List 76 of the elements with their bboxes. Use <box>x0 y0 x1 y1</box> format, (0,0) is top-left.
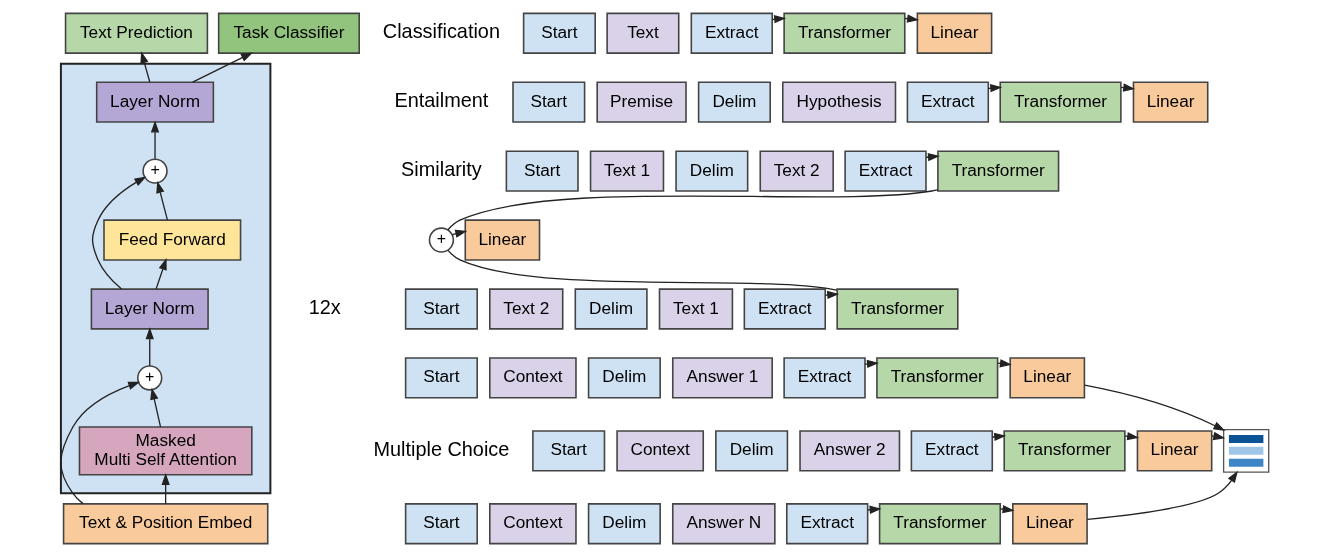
label: Entailment <box>393 88 488 111</box>
label: Classification <box>382 19 500 42</box>
node-box: Context <box>488 503 577 545</box>
node-box: Extract <box>910 430 993 472</box>
arrow <box>1083 384 1225 431</box>
node-circle: + <box>428 227 454 253</box>
node-box: Delim <box>714 430 788 472</box>
node-box: Text 1 <box>589 150 664 192</box>
label: Similarity <box>400 157 482 180</box>
node-box: Extract <box>906 81 989 123</box>
arrow <box>999 504 1014 514</box>
node-box: Linear <box>1132 81 1208 123</box>
arrow <box>1086 470 1238 521</box>
arrow <box>59 381 140 505</box>
arrow <box>155 181 168 221</box>
label: Multiple Choice <box>372 437 509 460</box>
node-box: Delim <box>674 150 748 192</box>
node-box: Feed Forward <box>102 219 241 261</box>
arrow <box>991 432 1006 441</box>
node-box: Hypothesis <box>781 81 896 123</box>
node-box: Text 2 <box>488 288 563 330</box>
node-box: Delim <box>697 81 771 123</box>
arrow <box>1123 432 1139 441</box>
arrow <box>139 51 150 83</box>
node-box: Transformer <box>835 288 959 330</box>
node-box: Extract <box>785 503 868 545</box>
node-box: Text 2 <box>758 150 834 192</box>
node-box: Start <box>404 503 478 545</box>
node-box: Start <box>522 12 596 54</box>
node-box: Text 1 <box>658 288 733 330</box>
arrow <box>149 387 161 428</box>
arrow <box>91 176 146 290</box>
node-box: Delim <box>587 357 661 399</box>
node-box: Transformer <box>878 503 1001 545</box>
node-box: Start <box>511 81 585 123</box>
node-box: Context <box>488 357 577 399</box>
node-box: Answer 1 <box>671 357 773 399</box>
node-box: Delim <box>587 503 661 545</box>
node-box: Linear <box>1011 503 1088 545</box>
node-box: Text <box>605 12 679 54</box>
node-box: Transformer <box>936 150 1059 192</box>
node-box: Start <box>404 357 478 399</box>
node-box: Start <box>404 288 478 330</box>
node-box: Layer Norm <box>90 288 209 330</box>
arrow <box>154 258 167 290</box>
node-box: Linear <box>463 219 540 261</box>
node-box: Start <box>531 430 605 472</box>
node-box: Context <box>615 430 704 472</box>
node-circle: + <box>136 365 162 391</box>
connector <box>446 189 938 231</box>
node-box: Answer 2 <box>798 430 900 472</box>
label: 12x <box>308 295 341 318</box>
arrow <box>160 473 170 505</box>
arrow <box>863 359 879 369</box>
node-box: Task Classifier <box>217 12 360 54</box>
node-box: Text Prediction <box>64 12 208 54</box>
node-circle: + <box>141 158 168 184</box>
arrow <box>145 327 154 367</box>
arrow <box>1210 431 1225 441</box>
node-box: Extract <box>743 288 826 330</box>
connector <box>446 249 838 291</box>
node-box: Answer N <box>671 503 776 545</box>
node-box: Premise <box>595 81 687 123</box>
arrow <box>150 120 159 160</box>
node-box: Text & Position Embed <box>62 503 269 545</box>
node-box: Transformer <box>875 357 998 399</box>
node-box: Delim <box>574 288 648 330</box>
arrow <box>824 290 839 300</box>
node-box: Layer Norm <box>95 81 214 123</box>
node-box: Linear <box>916 12 992 54</box>
arrow <box>924 152 940 162</box>
node-box: Start <box>505 150 579 192</box>
arrow <box>866 505 882 514</box>
node-box: Masked Multi Self Attention <box>78 426 253 476</box>
arrow <box>191 52 253 83</box>
node-box: Linear <box>1008 357 1085 399</box>
